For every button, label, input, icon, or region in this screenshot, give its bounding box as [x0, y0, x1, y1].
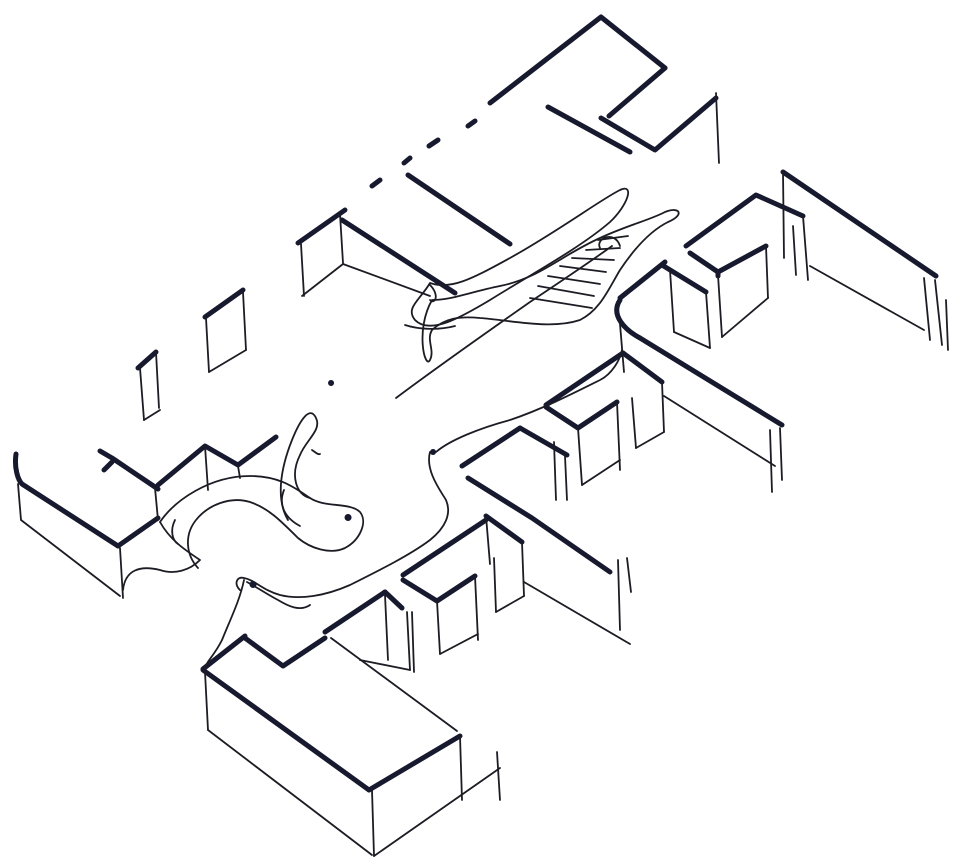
- sculptural-bench-form: [159, 412, 365, 569]
- center-right-rooms: [459, 350, 665, 645]
- center-lower-rooms: [400, 513, 525, 673]
- top-center-wing: [295, 14, 720, 297]
- left-free-standing-panels: [135, 287, 335, 421]
- left-wing: [13, 434, 279, 599]
- central-sculptural-stair: [395, 187, 680, 399]
- bottom-wing: [200, 589, 501, 857]
- curved-path: [204, 349, 623, 669]
- right-upper-wing: [614, 169, 949, 493]
